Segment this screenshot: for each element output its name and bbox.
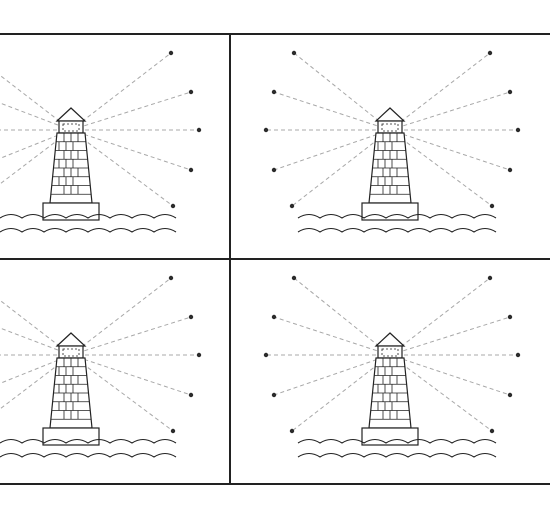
- lighthouse-icon: [361, 107, 419, 221]
- light-ray: [70, 354, 174, 432]
- tracing-dot: [196, 352, 202, 358]
- lighthouse-window: [381, 123, 399, 132]
- light-ray: [70, 129, 174, 207]
- tracing-dot: [289, 203, 295, 209]
- light-ray: [70, 52, 172, 131]
- lighthouse-roof: [374, 332, 406, 347]
- light-ray: [70, 354, 192, 396]
- wave-line: [0, 227, 177, 233]
- tracing-dot: [507, 392, 513, 398]
- grid-middle-divider: [0, 258, 550, 260]
- tracing-dot: [487, 50, 493, 56]
- tracing-dot: [188, 167, 194, 173]
- light-ray: [70, 91, 192, 131]
- wave-line: [0, 213, 177, 219]
- lighthouse-window: [381, 348, 399, 357]
- lighthouse-base: [42, 427, 100, 446]
- light-ray: [293, 277, 391, 356]
- lighthouse-icon: [361, 332, 419, 446]
- light-ray: [389, 129, 493, 207]
- tracing-dot: [271, 314, 277, 320]
- wave-line: [0, 438, 177, 444]
- waves-icon: [0, 213, 177, 233]
- rays-icon: [263, 50, 521, 209]
- tracing-dot: [515, 352, 521, 358]
- wave-line: [297, 227, 497, 233]
- light-ray: [293, 52, 391, 131]
- lighthouse-icon: [42, 107, 100, 221]
- lighthouse-roof: [55, 107, 87, 122]
- light-ray: [389, 52, 491, 131]
- wave-line: [297, 438, 497, 444]
- tracing-dot: [507, 167, 513, 173]
- tracing-dot: [271, 167, 277, 173]
- lighthouse-tracing-bottom-right: [263, 275, 521, 458]
- light-ray: [0, 129, 72, 159]
- panel-top-right: [230, 34, 550, 258]
- lighthouse-roof: [374, 107, 406, 122]
- light-ray: [389, 277, 491, 356]
- panel-bottom-left: [0, 259, 229, 483]
- tracing-dot: [289, 428, 295, 434]
- tracing-dot: [489, 203, 495, 209]
- light-ray: [273, 316, 391, 356]
- light-ray: [70, 277, 172, 356]
- tracing-dot: [263, 127, 269, 133]
- tracing-dot: [271, 392, 277, 398]
- lighthouse-roof: [55, 332, 87, 347]
- light-ray: [389, 91, 511, 131]
- wave-line: [297, 452, 497, 458]
- tracing-dot: [507, 314, 513, 320]
- light-ray: [70, 316, 192, 356]
- tracing-dot: [291, 50, 297, 56]
- lighthouse-tracing-top-right: [263, 50, 521, 233]
- tracing-dot: [196, 127, 202, 133]
- tracing-dot: [515, 127, 521, 133]
- light-ray: [389, 129, 511, 171]
- light-ray: [389, 316, 511, 356]
- light-ray: [389, 354, 511, 396]
- rays-icon: [0, 50, 202, 209]
- waves-icon: [0, 438, 177, 458]
- light-ray: [389, 354, 493, 432]
- tracing-dot: [507, 89, 513, 95]
- waves-icon: [297, 213, 497, 233]
- tracing-dot: [487, 275, 493, 281]
- grid-top-border: [0, 33, 550, 35]
- tracing-dot: [170, 203, 176, 209]
- wave-line: [0, 452, 177, 458]
- tracing-dot: [168, 50, 174, 56]
- tracing-dot: [489, 428, 495, 434]
- lighthouse-tracing-top-left: [0, 50, 202, 233]
- light-ray: [273, 91, 391, 131]
- lighthouse-base: [42, 202, 100, 221]
- tracing-dot: [168, 275, 174, 281]
- light-ray: [70, 129, 192, 171]
- light-ray: [0, 354, 72, 384]
- lighthouse-window: [62, 348, 80, 357]
- rays-icon: [0, 275, 202, 434]
- tracing-dot: [291, 275, 297, 281]
- lighthouse-icon: [42, 332, 100, 446]
- lighthouse-window: [62, 123, 80, 132]
- light-ray: [0, 327, 72, 356]
- panel-bottom-right: [230, 259, 550, 483]
- lighthouse-tracing-bottom-left: [0, 275, 202, 458]
- wave-line: [297, 213, 497, 219]
- light-ray: [0, 102, 72, 131]
- tracing-dot: [188, 392, 194, 398]
- grid-bottom-border: [0, 483, 550, 485]
- waves-icon: [297, 438, 497, 458]
- tracing-dot: [263, 352, 269, 358]
- panel-top-left: [0, 34, 229, 258]
- tracing-dot: [188, 314, 194, 320]
- tracing-dot: [170, 428, 176, 434]
- grid-vertical-divider: [229, 33, 231, 484]
- tracing-dot: [271, 89, 277, 95]
- rays-icon: [263, 275, 521, 434]
- tracing-dot: [188, 89, 194, 95]
